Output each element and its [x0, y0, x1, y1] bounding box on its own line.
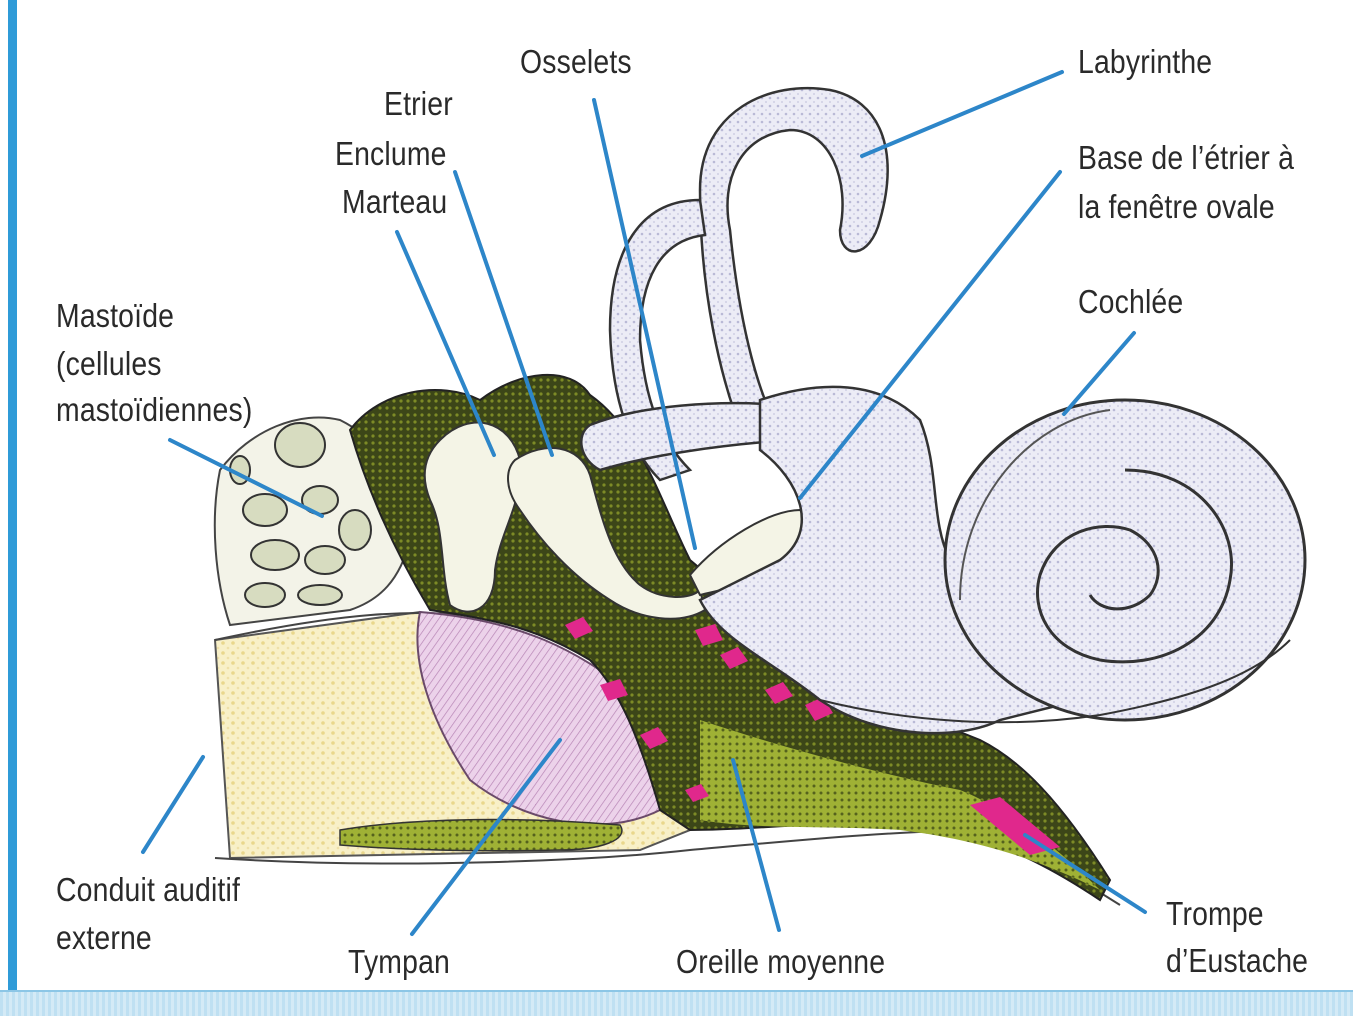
- label-osselets: Osselets: [520, 38, 632, 86]
- label-mastoide-line3: mastoïdiennes): [56, 386, 252, 434]
- leader-conduit: [143, 757, 203, 852]
- label-mastoide-line1: Mastoïde: [56, 292, 174, 340]
- label-mastoide-line2: (cellules: [56, 340, 162, 388]
- label-tympan: Tympan: [348, 938, 450, 986]
- leader-labyrinthe: [862, 72, 1062, 156]
- label-trompe-line2: d’Eustache: [1166, 937, 1308, 985]
- label-enclume: Enclume: [335, 130, 447, 178]
- label-trompe-line1: Trompe: [1166, 890, 1264, 938]
- label-conduit-line2: externe: [56, 914, 152, 962]
- semicircular-canal-lateral: [581, 403, 790, 470]
- semicircular-canal-superior: [700, 88, 888, 440]
- label-base-etrier-line2: la fenêtre ovale: [1078, 183, 1275, 231]
- label-marteau: Marteau: [342, 178, 447, 226]
- label-oreille-moyenne: Oreille moyenne: [676, 938, 885, 986]
- cochlea-shape: [945, 400, 1305, 720]
- label-cochlee: Cochlée: [1078, 278, 1183, 326]
- label-labyrinthe: Labyrinthe: [1078, 38, 1212, 86]
- label-base-etrier-line1: Base de l’étrier à: [1078, 134, 1294, 182]
- label-conduit-line1: Conduit auditif: [56, 866, 240, 914]
- label-etrier: Etrier: [384, 80, 453, 128]
